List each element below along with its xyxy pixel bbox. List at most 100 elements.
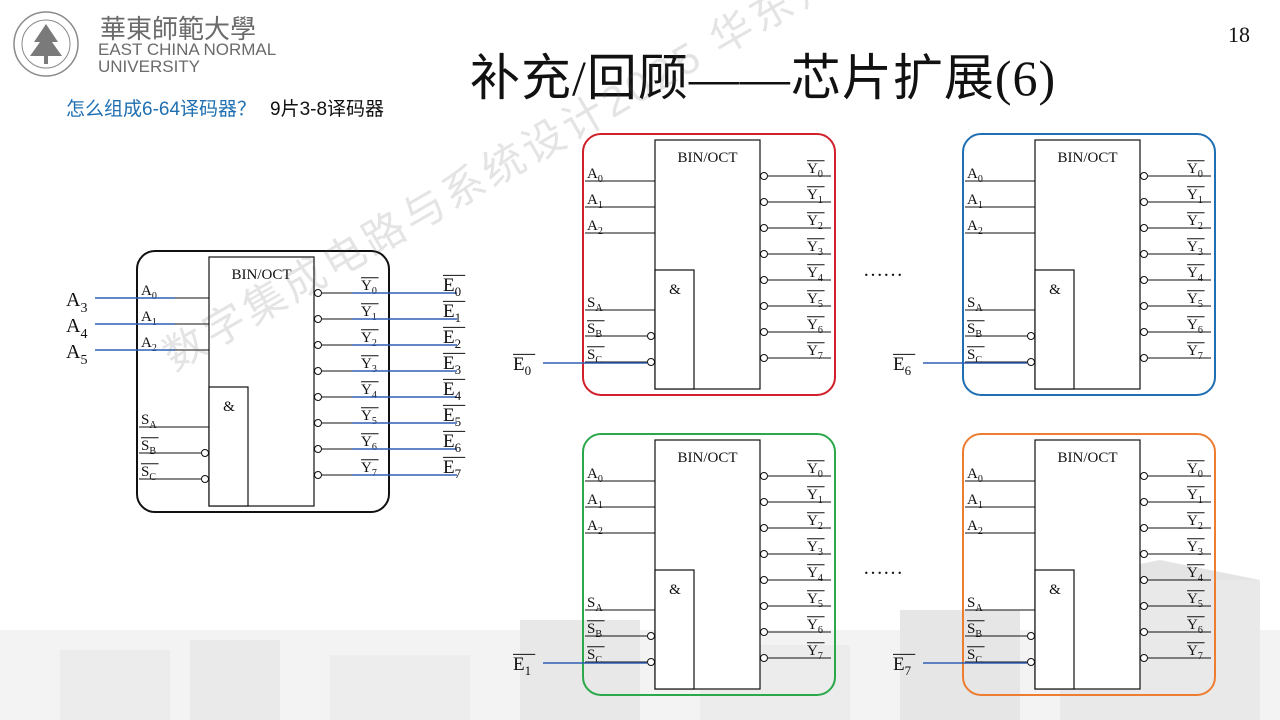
- sub-decoder-3-out-label-4: Y4: [1187, 564, 1205, 584]
- sub-decoder-3-out-label-1-text: Y1: [1187, 487, 1203, 506]
- sub-decoder-1-and-label: &: [1049, 282, 1061, 298]
- sub-decoder-0-out-label-3-text: Y3: [807, 239, 823, 258]
- sub-decoder-1-addr-label-1: A1: [967, 192, 983, 211]
- sub-decoder-3-out-label-0-text: Y0: [1187, 461, 1203, 480]
- main-decoder-enable-label-2: SC: [141, 463, 159, 483]
- main-output-label-2: E2: [443, 326, 466, 351]
- main-decoder-and-block: [208, 386, 249, 507]
- sub-decoder-1-out-label-1: Y1: [1187, 186, 1205, 206]
- main-output-label-6: E6: [443, 430, 466, 455]
- sub-decoder-2-out-label-3-text: Y3: [807, 539, 823, 558]
- sub-decoder-1-addr-label-1-text: A1: [967, 192, 983, 211]
- sub-decoder-0-enable-signal: E0: [513, 353, 536, 378]
- main-output-label-0-text: E0: [443, 275, 461, 299]
- main-output-label-7: E7: [443, 456, 466, 481]
- sub-decoder-3-out-label-6: Y6: [1187, 616, 1205, 636]
- sub-decoder-3-out-label-3-text: Y3: [1187, 539, 1203, 558]
- main-input-label-1-text: A4: [66, 315, 87, 342]
- sub-decoder-2-addr-label-1: A1: [587, 492, 603, 511]
- sub-decoder-3-addr-label-0-text: A0: [967, 466, 983, 485]
- main-decoder-out-label-6: Y6: [361, 433, 379, 453]
- main-decoder-addr-label-1: A1: [141, 309, 157, 328]
- main-decoder-out-label-0-text: Y0: [361, 278, 377, 297]
- sub-decoder-1-out-label-1-text: Y1: [1187, 187, 1203, 206]
- sub-decoder-1-out-label-6: Y6: [1187, 316, 1205, 336]
- sub-decoder-3-invert-bubble-2: [1027, 658, 1035, 666]
- sub-decoder-2-out-label-2: Y2: [807, 512, 825, 532]
- sub-decoder-0-addr-label-0-text: A0: [587, 166, 603, 185]
- sub-decoder-0-enable-label-0-text: SA: [587, 295, 603, 314]
- sub-decoder-1-out-label-4: Y4: [1187, 264, 1205, 284]
- main-decoder-enable-label-2-text: SC: [141, 464, 156, 483]
- sub-decoder-2-out-label-1: Y1: [807, 486, 825, 506]
- sub-decoder-1-out-label-5-text: Y5: [1187, 291, 1203, 310]
- sub-decoder-0-out-bubble-0: [760, 172, 768, 180]
- sub-decoder-0-out-label-6-text: Y6: [807, 317, 823, 336]
- main-decoder-out-bubble-1: [314, 315, 322, 323]
- sub-decoder-3-enable-label-0-text: SA: [967, 595, 983, 614]
- subtitle-question: 怎么组成6-64译码器？: [66, 99, 257, 120]
- sub-decoder-2-out-label-7: Y7: [807, 642, 825, 662]
- sub-decoder-3-out-bubble-6: [1140, 628, 1148, 636]
- main-output-label-5-text: E5: [443, 405, 461, 429]
- sub-decoder-0-addr-label-0: A0: [587, 166, 603, 185]
- sub-decoder-2-out-bubble-5: [760, 602, 768, 610]
- main-output-label-1-text: E1: [443, 301, 461, 325]
- logo-name-en-2: UNIVERSITY: [98, 57, 200, 76]
- main-decoder-out-label-5-text: Y5: [361, 408, 377, 427]
- sub-decoder-1-out-bubble-6: [1140, 328, 1148, 336]
- sub-decoder-3-addr-label-0: A0: [967, 466, 983, 485]
- sub-decoder-0-out-label-5: Y5: [807, 290, 825, 310]
- sub-decoder-2-addr-label-2: A2: [587, 518, 603, 537]
- sub-decoder-0-out-label-4-text: Y4: [807, 265, 823, 284]
- main-decoder-out-bubble-0: [314, 289, 322, 297]
- sub-decoder-2-out-bubble-7: [760, 654, 768, 662]
- sub-decoder-0-out-label-2: Y2: [807, 212, 825, 232]
- sub-decoder-3-out-bubble-1: [1140, 498, 1148, 506]
- sub-decoder-0-enable-label-2-text: SC: [587, 347, 602, 366]
- sub-decoder-1-chip-label: BIN/OCT: [1058, 150, 1118, 166]
- sub-decoder-1-out-label-7-text: Y7: [1187, 343, 1203, 362]
- sub-decoder-1-and-block: [1034, 269, 1075, 390]
- sub-decoder-3-out-bubble-7: [1140, 654, 1148, 662]
- sub-decoder-3-out-bubble-4: [1140, 576, 1148, 584]
- sub-decoder-3-addr-label-2-text: A2: [967, 518, 983, 537]
- sub-decoder-2-out-bubble-3: [760, 550, 768, 558]
- sub-decoder-3-out-bubble-3: [1140, 550, 1148, 558]
- sub-decoder-3-invert-bubble-1: [1027, 632, 1035, 640]
- main-output-label-6-text: E6: [443, 431, 462, 455]
- sub-decoder-3-out-label-1: Y1: [1187, 486, 1205, 506]
- sub-decoder-2-invert-bubble-1: [647, 632, 655, 640]
- sub-decoder-1-out-label-6-text: Y6: [1187, 317, 1203, 336]
- sub-decoder-2-addr-label-2-text: A2: [587, 518, 603, 537]
- sub-decoder-1-frame: [962, 133, 1216, 396]
- main-decoder-out-label-2: Y2: [361, 329, 379, 349]
- sub-decoder-2-enable-label-2-text: SC: [587, 647, 602, 666]
- sub-decoder-3-out-label-4-text: Y4: [1187, 565, 1203, 584]
- main-decoder-addr-label-2-text: A2: [141, 335, 157, 354]
- sub-decoder-2-out-bubble-4: [760, 576, 768, 584]
- sub-decoder-1-addr-label-0-text: A0: [967, 166, 983, 185]
- main-decoder-out-bubble-6: [314, 445, 322, 453]
- main-decoder-out-bubble-3: [314, 367, 322, 375]
- sub-decoder-1-enable-label-2: SC: [967, 346, 985, 366]
- main-decoder-out-label-3-text: Y3: [361, 356, 377, 375]
- sub-decoder-3-enable-label-0: SA: [967, 595, 983, 614]
- sub-decoder-0-enable-label-1-text: SB: [587, 321, 602, 340]
- sub-decoder-3-out-bubble-0: [1140, 472, 1148, 480]
- sub-decoder-2-out-label-0-text: Y0: [807, 461, 823, 480]
- sub-decoder-2-addr-label-0: A0: [587, 466, 603, 485]
- main-decoder-out-label-4-text: Y4: [361, 382, 377, 401]
- sub-decoder-3-out-label-5-text: Y5: [1187, 591, 1203, 610]
- sub-decoder-2-out-bubble-1: [760, 498, 768, 506]
- main-decoder-enable-label-0-text: SA: [141, 412, 157, 431]
- sub-decoder-1-out-label-3-text: Y3: [1187, 239, 1203, 258]
- slide-title: 补充/回顾——芯片扩展(6): [470, 50, 1057, 106]
- sub-decoder-0-addr-label-2-text: A2: [587, 218, 603, 237]
- sub-decoder-1-out-label-0: Y0: [1187, 160, 1205, 180]
- sub-decoder-2-enable-signal: E1: [513, 653, 536, 678]
- sub-decoder-0-frame: [582, 133, 836, 396]
- sub-decoder-2-enable-label-1: SB: [587, 620, 605, 640]
- sub-decoder-0-out-label-3: Y3: [807, 238, 825, 258]
